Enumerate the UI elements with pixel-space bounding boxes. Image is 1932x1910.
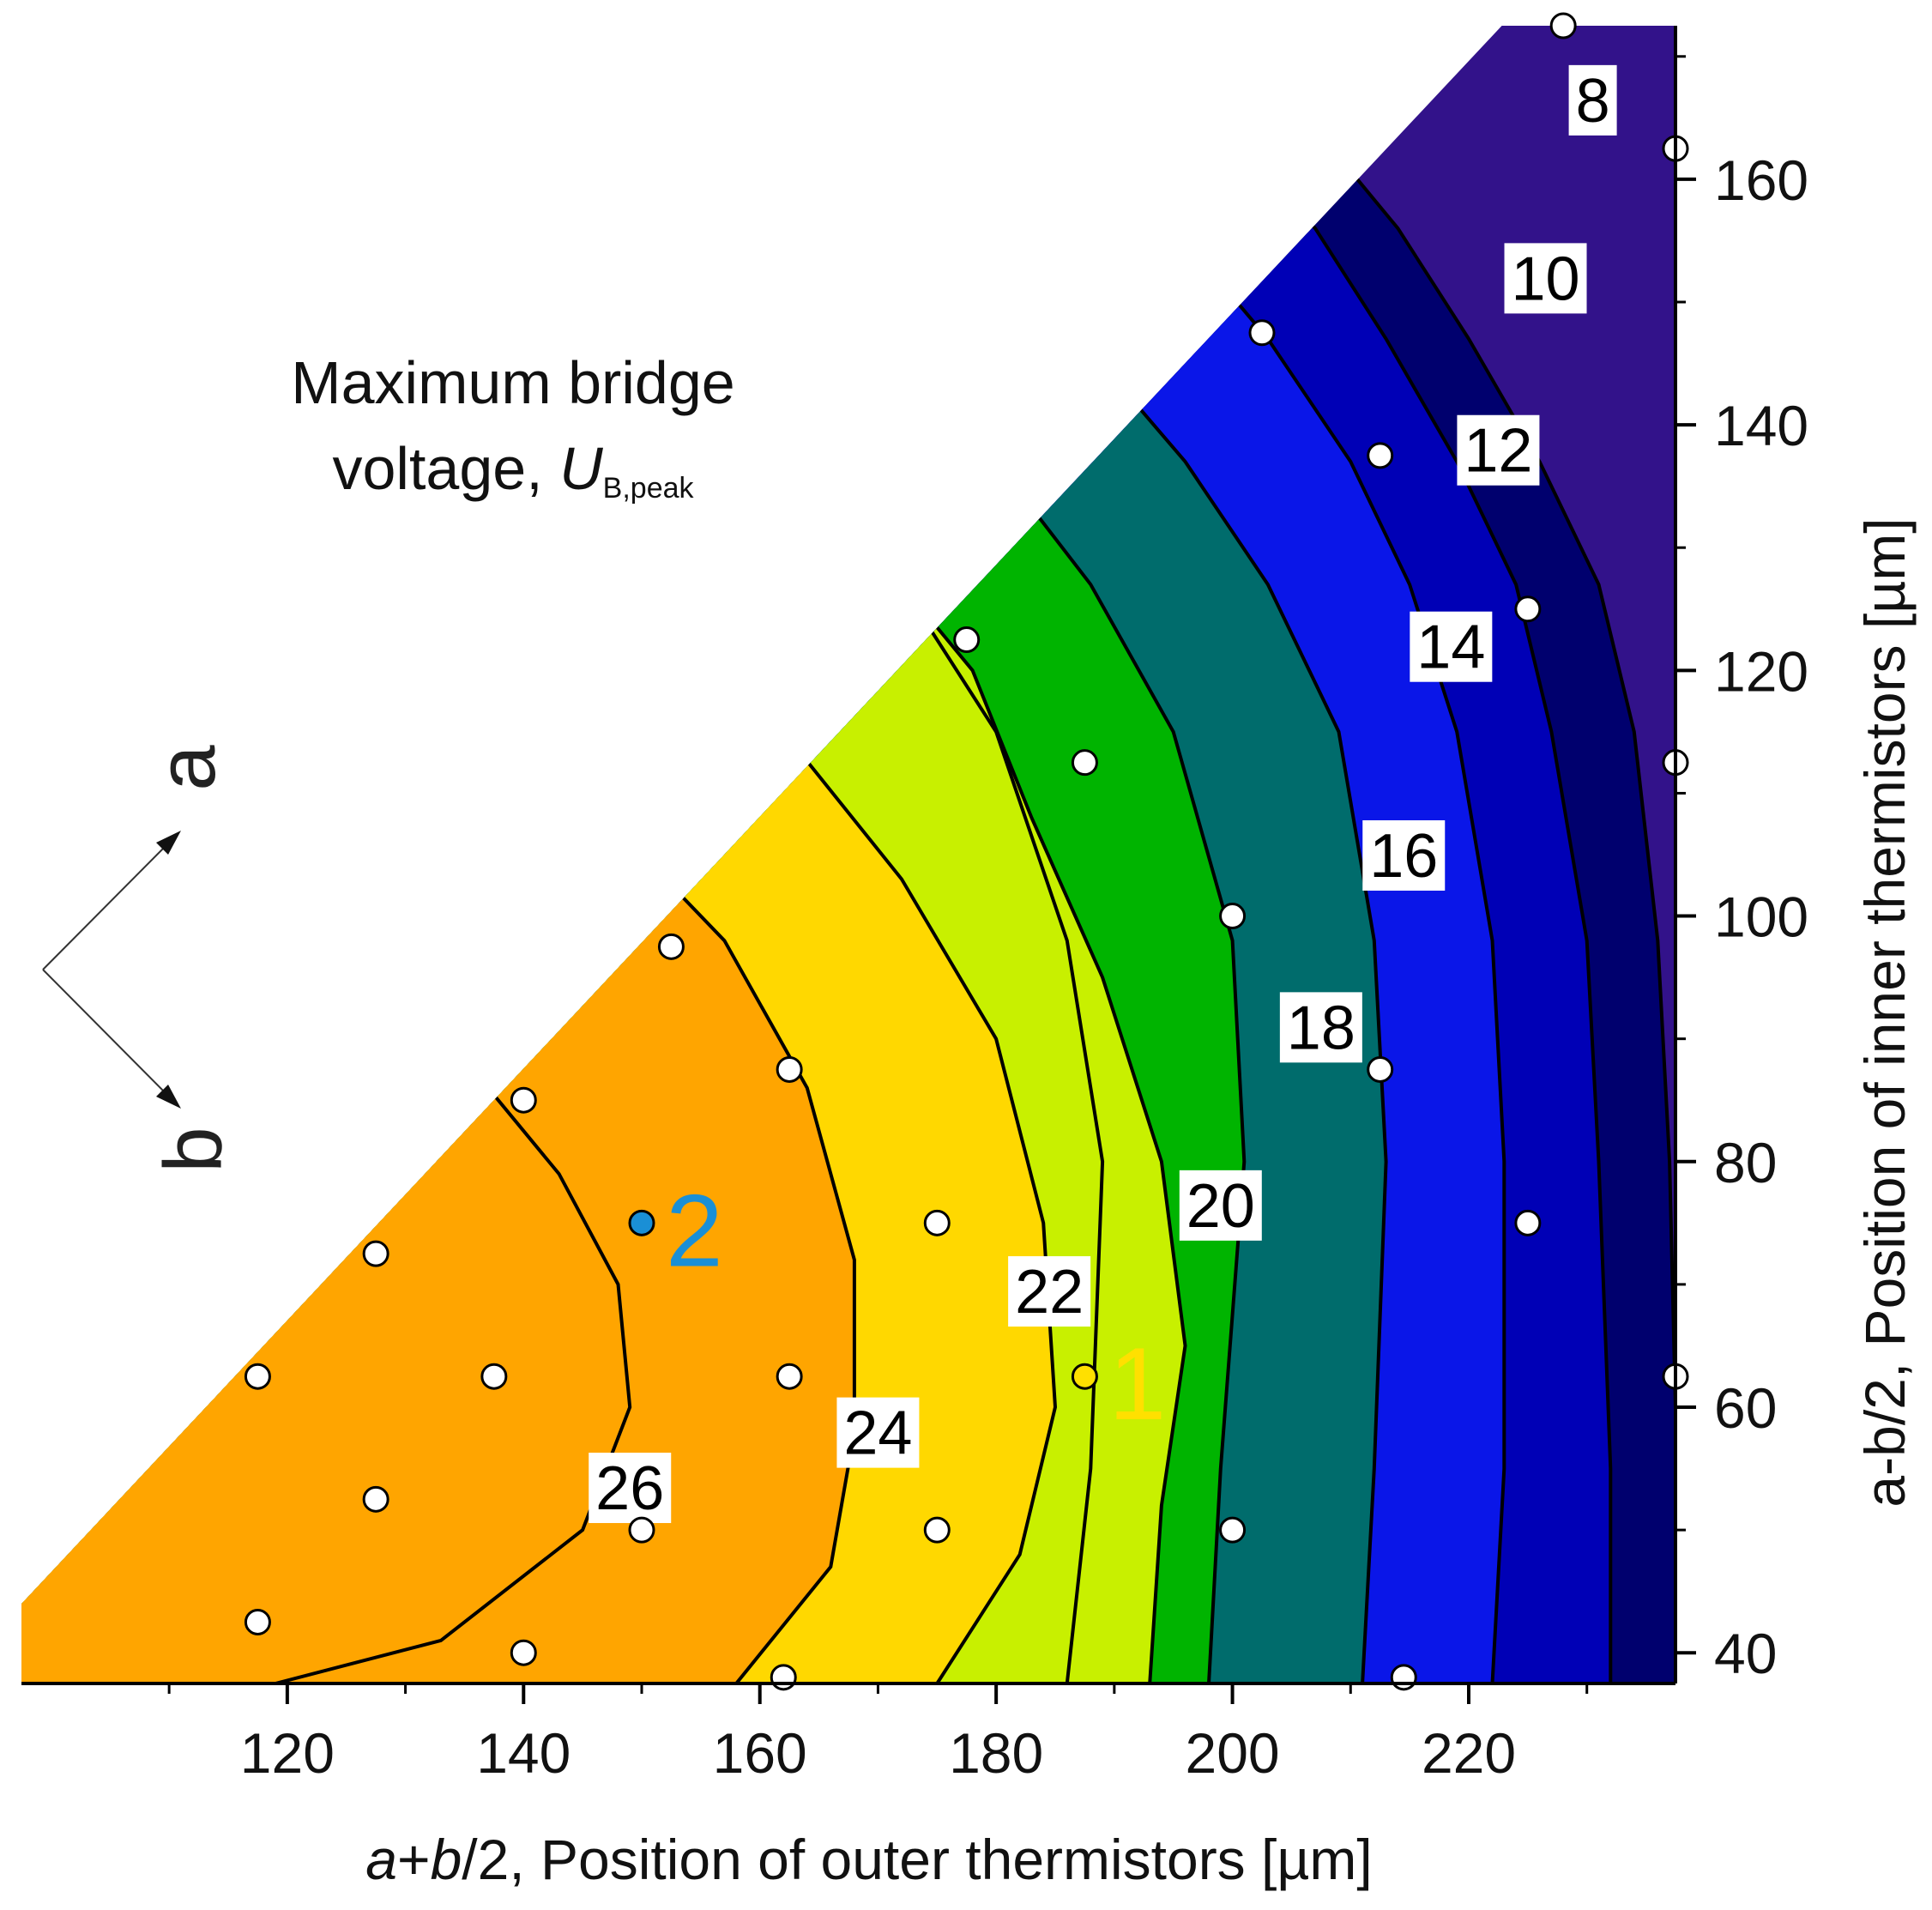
contour-label-box-8: [836, 1397, 920, 1468]
annotation-line-2: voltage, UB,peak: [332, 435, 694, 505]
sample-point: [1390, 1664, 1417, 1691]
contour-label-box-9: [589, 1453, 672, 1524]
arrow-b-line: [42, 969, 168, 1096]
contour-band-inner-3: [21, 26, 631, 1683]
sample-point: [244, 1608, 271, 1635]
sample-point: [776, 1363, 803, 1390]
highlight-points: 12: [628, 1173, 1166, 1442]
sample-point: [244, 1363, 271, 1390]
sample-point: [510, 1639, 537, 1666]
y-tick-label-60: 60: [1714, 1376, 1777, 1440]
chart-annotation: Maximum bridge voltage, UB,peak: [291, 349, 734, 505]
sample-point: [1219, 903, 1247, 930]
x-tick-label-180: 180: [949, 1721, 1043, 1785]
y-tick-label-120: 120: [1714, 639, 1808, 703]
contour-label-12: 12: [1464, 417, 1532, 486]
sample-point: [1514, 595, 1542, 623]
sample-point: [1514, 1209, 1542, 1236]
contour-label-box-0: [1568, 64, 1617, 136]
sample-point: [657, 933, 685, 960]
x-axis-title-rest: /2, Position of outer thermistors [µm]: [462, 1828, 1372, 1891]
contour-label-10: 10: [1511, 245, 1579, 313]
contour-label-18: 18: [1287, 994, 1355, 1062]
x-tick-label-140: 140: [476, 1721, 571, 1785]
sample-point: [776, 1055, 803, 1083]
highlight-point-2: [628, 1209, 655, 1236]
arrow-b-label: b: [148, 1127, 239, 1172]
sample-point: [1367, 1055, 1394, 1083]
sample-point: [1219, 1516, 1247, 1544]
contour-label-box-4: [1362, 820, 1446, 891]
annotation-prefix: voltage,: [332, 435, 559, 502]
contour-label-box-1: [1504, 243, 1587, 314]
highlight-label-2: 2: [666, 1173, 723, 1288]
sample-points: [244, 12, 1689, 1691]
sample-point: [770, 1664, 797, 1691]
annotation-subscript: B,peak: [603, 472, 695, 505]
sample-point: [362, 1240, 389, 1267]
contour-label-14: 14: [1416, 613, 1485, 682]
y-tick-label-40: 40: [1714, 1622, 1777, 1685]
contour-label-box-5: [1279, 992, 1362, 1063]
contour-label-26: 26: [595, 1454, 664, 1523]
contour-label-8: 8: [1576, 67, 1610, 136]
direction-arrows: a b: [42, 745, 239, 1173]
contour-label-box-2: [1457, 414, 1540, 486]
annotation-symbol: U: [559, 435, 603, 502]
contour-label-box-6: [1179, 1170, 1262, 1241]
contour-label-box-7: [1008, 1256, 1091, 1327]
highlight-label-1: 1: [1108, 1327, 1166, 1442]
sample-point: [362, 1485, 389, 1513]
sample-point: [480, 1363, 508, 1390]
contour-label-16: 16: [1369, 822, 1438, 891]
sample-point: [1549, 12, 1577, 39]
arrow-b-head: [156, 1085, 181, 1109]
sample-point: [1248, 319, 1276, 347]
sample-point: [923, 1516, 951, 1544]
contour-label-20: 20: [1186, 1172, 1255, 1241]
annotation-line-1: Maximum bridge: [291, 349, 734, 416]
sample-point: [628, 1516, 655, 1544]
arrow-a-head: [156, 831, 181, 855]
contour-label-24: 24: [843, 1399, 912, 1468]
sample-point: [510, 1086, 537, 1114]
x-tick-label-200: 200: [1186, 1721, 1280, 1785]
contour-label-22: 22: [1015, 1258, 1084, 1327]
y-tick-label-140: 140: [1714, 394, 1808, 457]
arrow-a-label: a: [141, 745, 232, 791]
x-tick-label-220: 220: [1422, 1721, 1516, 1785]
sample-point: [923, 1209, 951, 1236]
y-axis-title: a-b/2, Position of inner thermistors [µm…: [1853, 517, 1917, 1507]
x-axis-title-b: b: [431, 1828, 462, 1891]
y-tick-label-160: 160: [1714, 148, 1808, 212]
x-axis-title-a: a: [365, 1828, 397, 1891]
y-tick-label-100: 100: [1714, 885, 1808, 949]
highlight-point-1: [1071, 1363, 1098, 1390]
arrow-a-line: [42, 843, 168, 970]
sample-point: [953, 626, 981, 654]
sample-point: [1071, 749, 1098, 777]
x-axis-title: a+b/2, Position of outer thermistors [µm…: [365, 1828, 1372, 1891]
x-tick-label-120: 120: [240, 1721, 335, 1785]
contour-label-box-3: [1410, 611, 1493, 682]
sample-point: [1367, 442, 1394, 469]
x-axis-title-plus: +: [397, 1828, 431, 1891]
y-tick-label-80: 80: [1714, 1131, 1777, 1194]
x-tick-label-160: 160: [713, 1721, 807, 1785]
